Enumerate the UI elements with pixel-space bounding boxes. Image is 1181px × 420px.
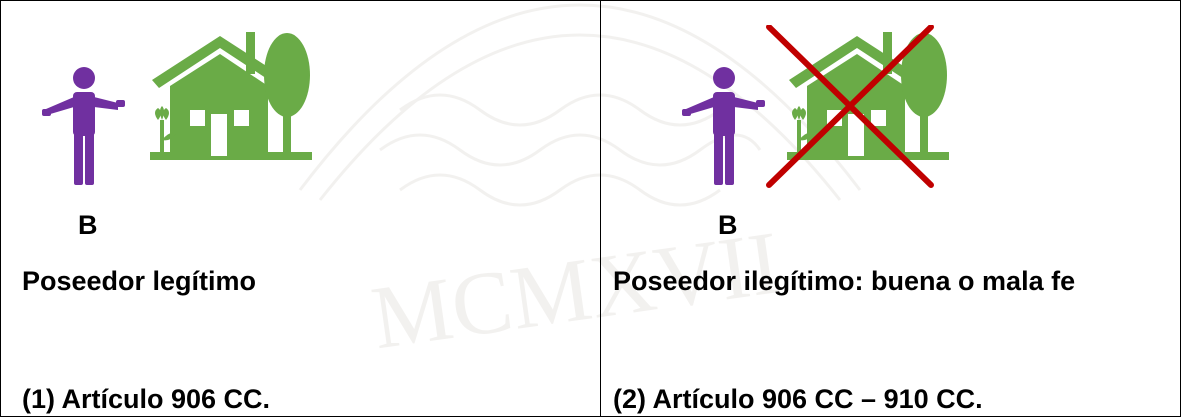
cross-icon bbox=[766, 25, 934, 188]
article-reference: (2) Artículo 906 CC – 910 CC. bbox=[613, 384, 983, 414]
panel-legitimate-possessor: B Poseedor legítimo (1) Artículo 906 CC. bbox=[22, 32, 312, 414]
person-icon bbox=[42, 67, 125, 185]
university-seal-watermark: MCMXVII bbox=[298, 3, 862, 368]
possessor-type-label: Poseedor ilegítimo: buena o mala fe bbox=[613, 266, 1076, 296]
possessor-type-label: Poseedor legítimo bbox=[22, 266, 257, 296]
house-icon bbox=[150, 32, 312, 160]
person-icon bbox=[682, 67, 765, 185]
panel-illegitimate-possessor: B Poseedor ilegítimo: buena o mala fe (2… bbox=[601, 0, 1181, 417]
possessor-letter: B bbox=[718, 210, 738, 240]
possessor-letter: B bbox=[78, 210, 98, 240]
article-reference: (1) Artículo 906 CC. bbox=[22, 384, 271, 414]
column-divider bbox=[600, 0, 601, 417]
